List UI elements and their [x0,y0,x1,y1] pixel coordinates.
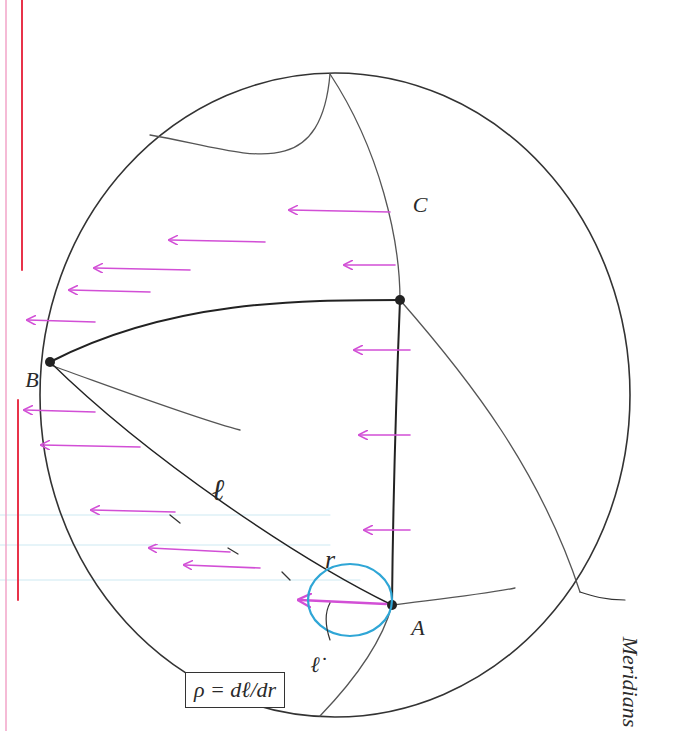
vertex-dot [45,295,405,610]
leader-line [326,603,330,640]
meridian [50,74,580,716]
annotation-label: Meridians [619,637,641,727]
margin-line [17,400,19,600]
vertex-label: A [411,617,424,639]
arc-label: ℓ [212,475,225,505]
great-circle-arc [50,300,400,605]
margin-line [5,0,7,731]
vector-arrow [25,210,410,604]
margin-line [21,0,23,270]
derivative-label: ℓ̇ [310,654,319,676]
ruled-lines [0,515,360,580]
vertex-label: B [25,369,38,391]
sphere-outline [40,73,630,717]
leader-line [580,592,625,600]
highlight-circle [308,564,392,636]
formula-box: ρ = dℓ/dr [185,672,285,708]
length-label: r [325,547,335,573]
tick-mark [170,515,290,580]
vertex-label: C [413,194,428,216]
